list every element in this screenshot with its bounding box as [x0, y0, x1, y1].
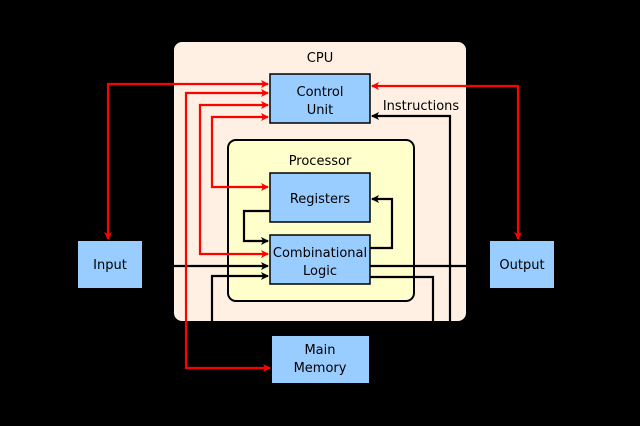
- input-label: Input: [93, 258, 127, 273]
- combinational-logic-label: Logic: [303, 264, 337, 279]
- input-box: [78, 241, 142, 288]
- logic-control-line: [198, 101, 269, 258]
- cpu-label: CPU: [307, 51, 333, 66]
- control-unit-label: Unit: [307, 103, 333, 118]
- main-memory-box: [272, 336, 369, 383]
- main-memory-label: Memory: [294, 361, 347, 376]
- control-unit-label: Control: [297, 85, 344, 100]
- control-unit-box: [269, 73, 371, 124]
- input-control-line: [104, 80, 269, 240]
- memory-to-logic-line: [210, 272, 269, 321]
- logic-to-memory-line: [370, 275, 435, 321]
- output-label: Output: [499, 258, 544, 273]
- main-memory-label: Main: [304, 343, 335, 358]
- output-control-line: [371, 82, 522, 240]
- registers-label: Registers: [290, 192, 351, 207]
- registers-control-line: [210, 113, 269, 191]
- processor-label: Processor: [289, 154, 352, 169]
- registers-box: [269, 172, 371, 223]
- output-box: [490, 241, 554, 288]
- instructions-label: Instructions: [383, 99, 460, 114]
- combinational-logic-label: Combinational: [273, 246, 367, 261]
- combinational-logic-box: [269, 234, 371, 285]
- memory-control-line: [184, 89, 271, 372]
